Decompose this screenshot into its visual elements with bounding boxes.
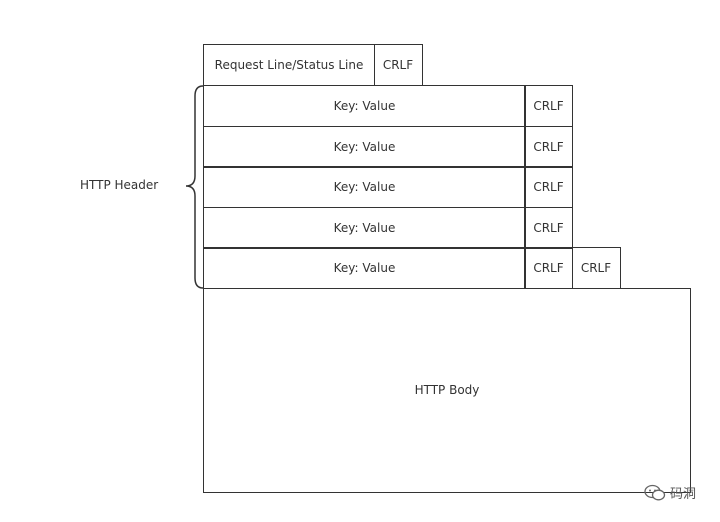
header-row-3: Key: Value xyxy=(203,166,526,208)
crlf-label: CRLF xyxy=(533,99,564,113)
header-row-2: Key: Value xyxy=(203,125,526,168)
crlf-label: CRLF xyxy=(533,220,564,235)
header-row-5-crlf: CRLF xyxy=(524,247,573,289)
crlf-label: CRLF xyxy=(382,58,414,72)
body-label: HTTP Body xyxy=(414,383,480,397)
header-row-3-crlf: CRLF xyxy=(524,166,573,208)
header-key-value: Key: Value xyxy=(333,220,396,235)
header-row-1-crlf: CRLF xyxy=(524,85,573,127)
header-label: HTTP Header xyxy=(80,178,159,192)
watermark-text: 码洞 xyxy=(669,487,696,502)
header-key-value: Key: Value xyxy=(333,99,396,113)
crlf-label: CRLF xyxy=(533,139,564,154)
header-key-value: Key: Value xyxy=(333,139,396,154)
header-row-4-crlf: CRLF xyxy=(524,206,573,249)
header-row-1: Key: Value xyxy=(203,85,526,127)
header-row-5: Key: Value xyxy=(203,247,526,289)
header-key-value: Key: Value xyxy=(333,261,396,275)
crlf-label: CRLF xyxy=(533,261,564,275)
body-box: HTTP Body xyxy=(203,287,691,493)
crlf-label: CRLF xyxy=(533,180,564,194)
header-row-4: Key: Value xyxy=(203,206,526,249)
crlf-label: CRLF xyxy=(580,261,612,275)
start-line-label: Request Line/Status Line xyxy=(214,58,364,72)
wechat-icon xyxy=(644,484,666,500)
header-end-crlf: CRLF xyxy=(571,247,621,289)
watermark: 码洞 xyxy=(644,483,696,502)
header-row-2-crlf: CRLF xyxy=(524,125,573,168)
header-key-value: Key: Value xyxy=(333,180,396,194)
